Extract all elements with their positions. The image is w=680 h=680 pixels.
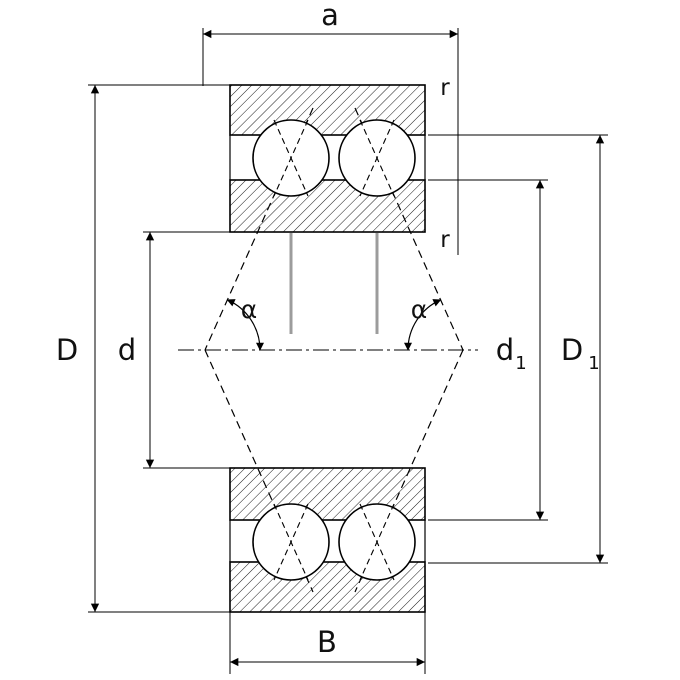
ball-contact-dash-upper-left-b [273,119,309,197]
alpha-label-left: α [241,295,257,324]
label-d1-subscript: 1 [515,353,526,374]
ball-contact-dash-lower-right-b [359,503,395,581]
label-B: B [317,625,337,659]
dimension-D: D [56,84,230,613]
ball-contact-dash-upper-right-b [359,119,395,197]
inner-ring-lower [229,467,426,521]
label-D1-subscript: 1 [588,353,599,374]
label-D1-base: D [561,333,583,367]
label-d: d [118,333,136,367]
label-d1-base: d [496,333,514,367]
dimension-D1: D 1 [428,134,608,564]
ball-contact-dash-lower-left-b [273,503,309,581]
label-D: D [56,333,78,367]
bearing-section-upper [229,84,426,233]
dimension-d: d [118,231,230,469]
alpha-arc-right [404,299,442,351]
dimension-B: B [229,612,426,674]
alpha-arc-left [226,299,264,351]
dimension-d1: d 1 [428,179,548,521]
dimension-a: a [202,0,459,255]
alpha-label-right: α [411,295,427,324]
label-a: a [321,0,339,32]
label-r-top: r [440,75,450,101]
label-r-mid: r [440,227,450,253]
bearing-section-lower [229,467,426,613]
